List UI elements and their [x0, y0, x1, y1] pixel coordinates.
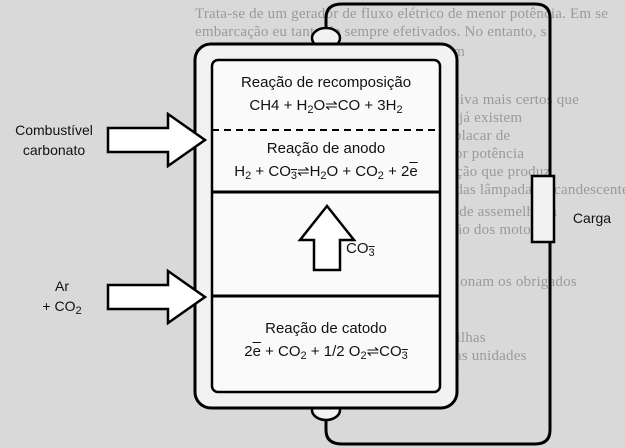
background-text-line: caso, das lâmpadas incandescentes — [420, 182, 625, 198]
background-text-line: Trata-se de um gerador de fluxo elétrico… — [195, 6, 609, 22]
load-label: Carga — [572, 210, 612, 226]
anode-title: Reação de anodo — [266, 140, 386, 157]
ion-flow-arrow — [297, 203, 357, 272]
recomposition-equation: CH4 + H2O⇌CO + 3H2 — [249, 97, 403, 116]
cathode-equation: 2e + CO2 + 1/2 O2⇌CO3 — [244, 343, 408, 362]
background-text-line: embarcação eu tanto de sempre efetivados… — [195, 24, 547, 40]
fuel-input-arrow — [106, 111, 208, 169]
co2-input-label: + CO2 — [42, 298, 82, 317]
cathode-title: Reação de catodo — [265, 320, 387, 337]
load-resistor — [530, 174, 556, 244]
circuit-wire — [324, 2, 552, 178]
anode-equation: H2 + CO3⇌H2O + CO2 + 2e — [234, 163, 418, 182]
air-input-arrow — [106, 268, 208, 326]
fuel-input-label: Combustível carbonato — [15, 122, 93, 158]
carbonate-ion-label: CO3 — [346, 240, 375, 259]
air-input-label: Ar — [55, 278, 69, 294]
recomposition-title: Reação de recomposição — [240, 74, 412, 91]
circuit-wire-bottom — [324, 240, 552, 446]
